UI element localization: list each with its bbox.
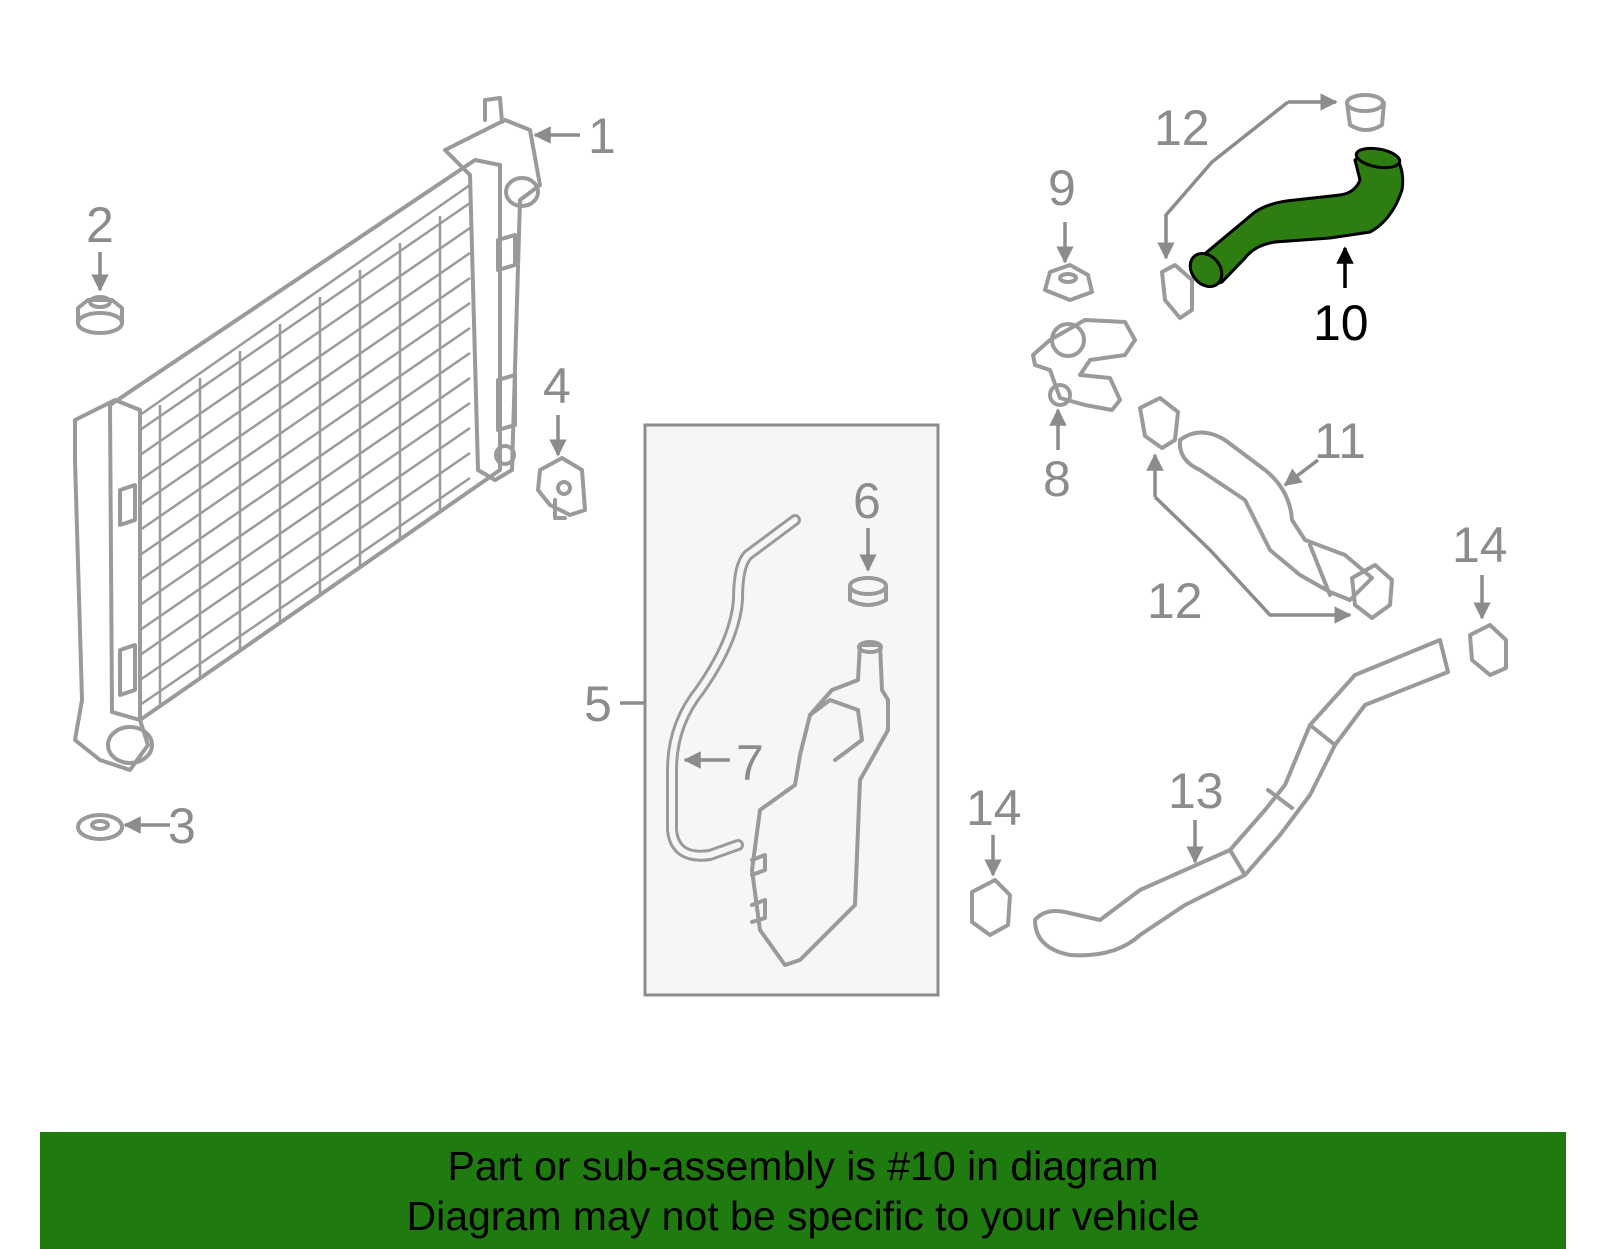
part-10-upper-hose: [1188, 146, 1405, 288]
part-11-hose: [1177, 430, 1374, 602]
part-13-lower-hose: [1033, 638, 1450, 958]
callout-14-right: 14: [1452, 517, 1508, 573]
callout-10: 10: [1313, 295, 1369, 351]
callout-8: 8: [1043, 451, 1071, 507]
reservoir-tank: [750, 640, 890, 967]
banner-line-1: Part or sub-assembly is #10 in diagram: [447, 1142, 1159, 1189]
callout-9: 9: [1048, 160, 1076, 216]
banner-line-2: Diagram may not be specific to your vehi…: [406, 1192, 1200, 1239]
part-14-clamp-left: [970, 878, 1012, 937]
part-12-clamp-lower-right: [1350, 563, 1394, 620]
part-9-cap: [1043, 263, 1094, 302]
part-14-clamp-right: [1468, 623, 1508, 677]
callout-12-top: 12: [1154, 100, 1210, 156]
part-12-clamp-top-left: [1160, 263, 1194, 320]
info-banner: Part or sub-assembly is #10 in diagram D…: [40, 1132, 1566, 1249]
callout-3: 3: [168, 798, 196, 854]
callout-5: 5: [584, 676, 612, 732]
callout-12-bottom: 12: [1147, 573, 1203, 629]
part-12-clamp-lower-left: [1138, 396, 1180, 450]
callout-4: 4: [543, 358, 571, 414]
radiator: [73, 96, 542, 772]
part-8-housing: [1031, 318, 1137, 412]
part-4-mount: [536, 456, 587, 520]
callout-7: 7: [736, 735, 764, 791]
part-2-grommet: [76, 295, 124, 335]
callout-11: 11: [1314, 413, 1366, 469]
callout-14-left: 14: [966, 780, 1022, 836]
callout-1: 1: [588, 108, 616, 164]
callout-13: 13: [1168, 763, 1224, 819]
part-3-washer: [76, 813, 124, 841]
part-6-cap: [848, 576, 888, 607]
part-12-clamp-top-right: [1345, 93, 1386, 132]
callout-2: 2: [86, 197, 114, 253]
callout-6: 6: [853, 473, 881, 529]
